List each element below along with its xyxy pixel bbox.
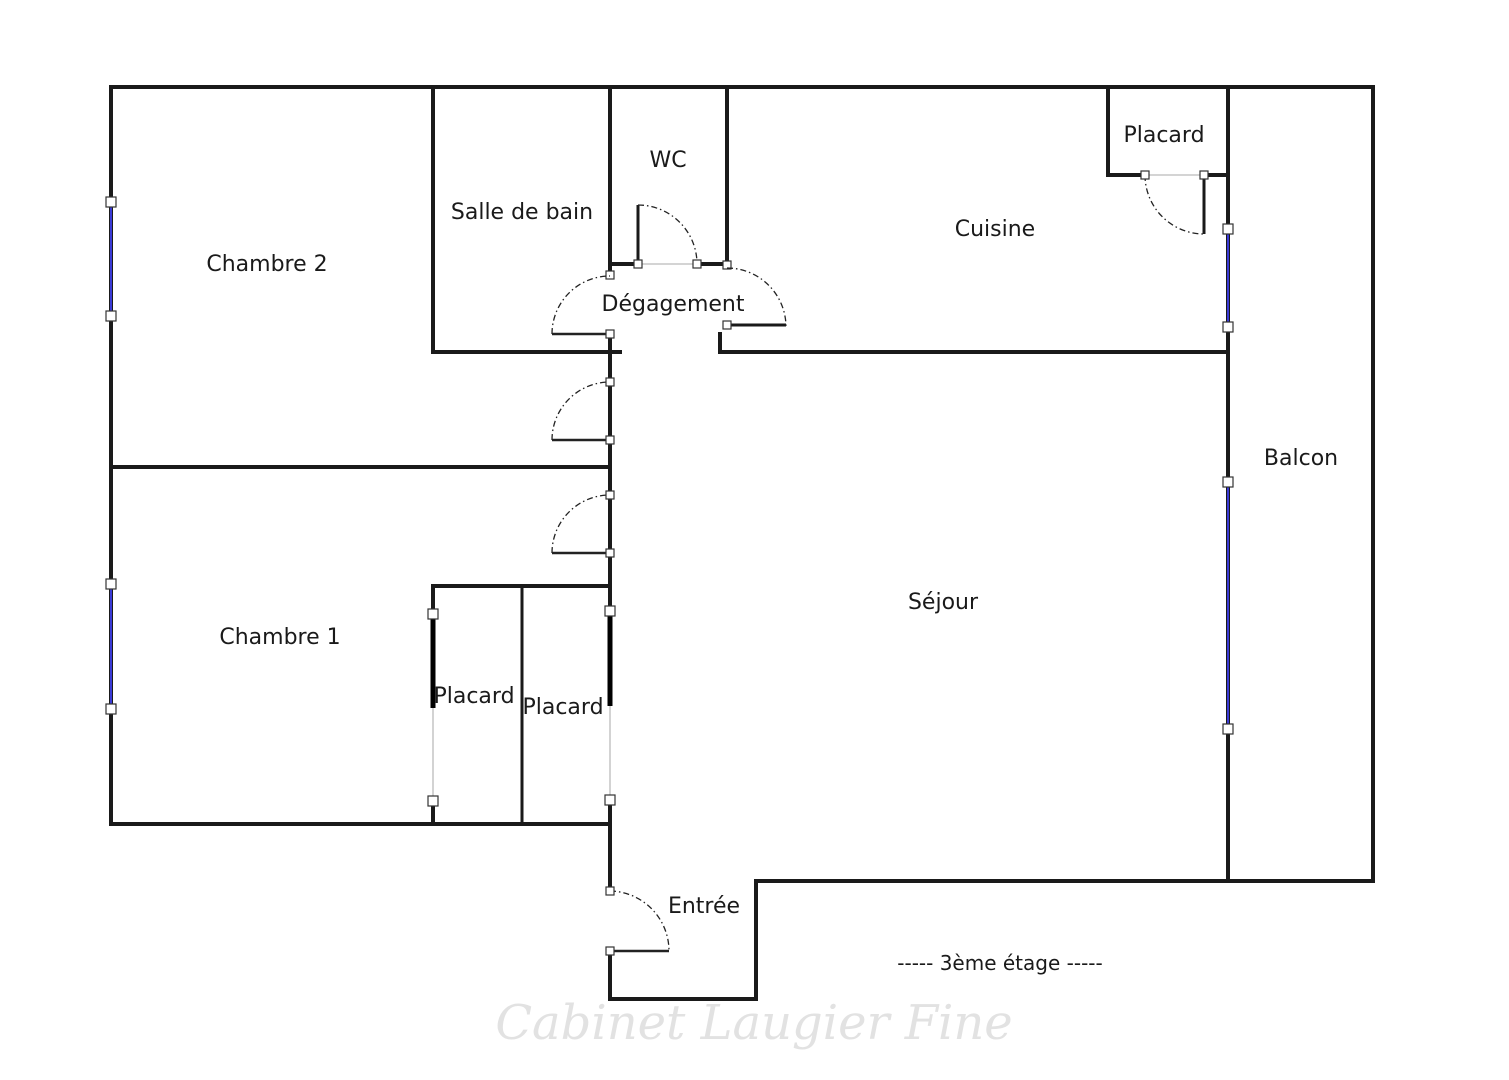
door-hinge [605, 270, 615, 280]
label-placard-a: Placard [433, 684, 514, 709]
door-entree [609, 890, 670, 952]
label-wc: WC [649, 148, 686, 173]
walls [109, 85, 1375, 1001]
window-node [1222, 223, 1234, 235]
door-hinge [605, 435, 615, 445]
door-hinge [605, 548, 615, 558]
room-labels: Chambre 2 Salle de bain WC Dégagement Cu… [206, 123, 1338, 919]
door-hinge [427, 795, 439, 807]
door-hinge [1140, 170, 1150, 180]
door-hinge [722, 320, 732, 330]
label-entree: Entrée [668, 894, 740, 919]
door-hinge [692, 259, 702, 269]
door-chambre2 [551, 381, 611, 441]
label-placard-b: Placard [522, 695, 603, 720]
window-node [1222, 476, 1234, 488]
window-node [105, 578, 117, 590]
door-hinge [605, 490, 615, 500]
window-node [105, 196, 117, 208]
door-cuisine [726, 267, 787, 328]
door-hinge [1199, 170, 1209, 180]
floor-label: ----- 3ème étage ----- [897, 951, 1102, 975]
label-salle-de-bain: Salle de bain [451, 200, 593, 225]
doors [427, 170, 1209, 956]
door-hinge [722, 260, 732, 270]
window-node [105, 703, 117, 715]
door-hinge [604, 794, 616, 806]
door-hinge [633, 259, 643, 269]
label-degagement: Dégagement [602, 292, 745, 317]
window-node [1222, 321, 1234, 333]
window-node [105, 310, 117, 322]
windows [105, 196, 1234, 735]
label-cuisine: Cuisine [955, 217, 1035, 242]
label-chambre1: Chambre 1 [219, 625, 340, 650]
window-node [1222, 723, 1234, 735]
label-balcon: Balcon [1264, 446, 1338, 471]
door-hinge [605, 377, 615, 387]
door-placard-cuisine [1144, 174, 1205, 235]
door-hinge [605, 946, 615, 956]
watermark: Cabinet Laugier Fine [495, 995, 1012, 1051]
door-sdb [551, 275, 611, 335]
label-sejour: Séjour [908, 590, 979, 615]
door-hinge [605, 329, 615, 339]
door-hinge [427, 608, 439, 620]
label-chambre2: Chambre 2 [206, 252, 327, 277]
door-hinge [604, 605, 616, 617]
door-chambre1 [551, 494, 611, 554]
door-hinge [605, 886, 615, 896]
door-wc [637, 204, 698, 265]
label-placard-cuisine: Placard [1123, 123, 1204, 148]
